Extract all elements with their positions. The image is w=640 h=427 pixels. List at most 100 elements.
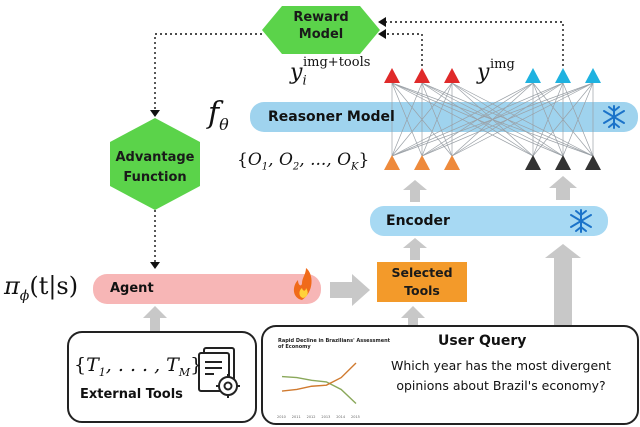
- arrow-query-to-tools: [401, 306, 425, 330]
- dark-token-triangle: [525, 155, 541, 170]
- chart-thumb-ticks: 2010 2011 2012 2013 2014 2015: [277, 415, 360, 419]
- orange-observation-triangle: [384, 155, 400, 170]
- phi-subscript: ϕ: [19, 287, 30, 304]
- selected-line2: Tools: [404, 283, 440, 298]
- reward-line2: Model: [298, 27, 344, 42]
- arrow-encoder-to-obs: [403, 180, 427, 202]
- chart-thumb-title2: of Economy: [278, 344, 311, 350]
- output-label-img-tools: yi: [290, 60, 307, 88]
- reward-model-hexagon: [262, 6, 380, 54]
- flame-icon: [293, 268, 312, 300]
- dotted-reward-to-advantage: [154, 33, 262, 110]
- advantage-line1: Advantage: [115, 150, 195, 165]
- output-sup-img-tools: img+tools: [303, 55, 371, 70]
- dotted-connectors: [154, 21, 564, 262]
- orange-observation-triangle: [444, 155, 460, 170]
- cyan-output-triangle: [525, 68, 541, 83]
- theta-subscript: θ: [219, 115, 229, 134]
- tools-dots: , . . . , T: [105, 354, 179, 376]
- selected-tools-label: Selected Tools: [377, 264, 467, 300]
- mesh-line: [421, 82, 453, 157]
- advantage-function-hexagon: [110, 118, 200, 210]
- user-query-title: User Query: [438, 333, 527, 349]
- red-output-triangle: [384, 68, 400, 83]
- chart-thumbnail: Rapid Decline in Brazilians' Assessment …: [277, 338, 391, 419]
- thumb-series-line: [281, 375, 357, 405]
- thumb-tick-label: 2014: [336, 415, 346, 419]
- external-tools-label: External Tools: [80, 387, 183, 402]
- mesh-line: [451, 82, 594, 157]
- mesh-line: [391, 82, 594, 157]
- mesh-line: [391, 82, 534, 157]
- thumb-tick-label: 2010: [277, 415, 286, 419]
- arrow-right-to-dark: [549, 176, 577, 200]
- thumb-tick-label: 2013: [321, 415, 330, 419]
- red-output-triangle: [444, 68, 460, 83]
- token-triangles: [384, 68, 601, 170]
- reasoner-model-label: Reasoner Model: [268, 109, 395, 125]
- cyan-output-triangle: [585, 68, 601, 83]
- encoder-bar: [370, 206, 608, 236]
- snowflake-icon: [603, 105, 625, 129]
- output-label-img: y: [477, 60, 489, 85]
- orange-observation-triangle: [414, 155, 430, 170]
- observations-label: {O1, O2, ..., OK}: [237, 150, 370, 173]
- selected-tools-box: [377, 262, 467, 302]
- external-tools-set: {T1, . . . , TM}: [74, 354, 203, 379]
- user-query-question: Which year has the most divergent opinio…: [372, 356, 630, 396]
- dotted-cyan-to-reward: [380, 21, 564, 66]
- encoder-label: Encoder: [386, 213, 450, 229]
- chart-thumb-title: Rapid Decline in Brazilians' Assessment: [278, 338, 391, 344]
- thumb-tick-label: 2015: [351, 415, 360, 419]
- y-var-left: y: [290, 60, 303, 85]
- connection-mesh: [391, 82, 594, 157]
- question-line1: Which year has the most divergent: [390, 358, 611, 373]
- obs-sub-1: 1: [261, 161, 269, 173]
- dark-token-triangle: [585, 155, 601, 170]
- reasoner-model-bar: [250, 102, 638, 132]
- mesh-line: [391, 82, 564, 157]
- dotted-red-to-reward: [380, 33, 423, 66]
- y-var-right: y: [477, 60, 490, 85]
- tools-sub-1: 1: [98, 365, 106, 379]
- policy-symbol: πϕ(t|s): [4, 272, 78, 304]
- dark-token-triangle: [555, 155, 571, 170]
- red-output-triangle: [414, 68, 430, 83]
- thumb-series-line: [281, 362, 357, 392]
- arrow-tools-to-encoder: [403, 238, 427, 260]
- flow-arrows: [143, 176, 581, 333]
- document-gear-icon: [198, 347, 240, 398]
- thumb-tick-label: 2011: [292, 415, 301, 419]
- agent-bar: [93, 274, 321, 304]
- mesh-line: [532, 82, 594, 157]
- tools-sub-m: M: [178, 365, 191, 379]
- arrow-agent-to-tools: [330, 274, 370, 306]
- advantage-line2: Function: [123, 170, 187, 185]
- mesh-line: [532, 82, 564, 157]
- mesh-line: [562, 82, 594, 157]
- y-sub-i: i: [302, 73, 307, 89]
- mesh-line: [391, 82, 453, 157]
- agent-label: Agent: [110, 281, 154, 296]
- f-symbol: f: [208, 96, 220, 131]
- obs-sub-2: 2: [292, 161, 300, 173]
- selected-line1: Selected: [391, 265, 453, 280]
- mesh-line: [421, 82, 594, 157]
- obs-sub-k: K: [351, 161, 359, 173]
- snowflake-icon: [570, 209, 592, 233]
- question-line2: opinions about Brazil's economy?: [396, 378, 606, 393]
- cyan-output-triangle: [555, 68, 571, 83]
- policy-arg: (t|s): [29, 272, 79, 300]
- chart-thumb-lines: [281, 362, 357, 405]
- dotted-arrowheads: [150, 17, 386, 269]
- user-query-box: [261, 325, 639, 425]
- arrow-external-to-agent: [143, 306, 167, 333]
- advantage-function-label: Advantage Function: [104, 148, 206, 188]
- reward-line1: Reward: [293, 10, 349, 25]
- output-sup-img: img: [490, 57, 515, 72]
- mesh-line: [391, 82, 423, 157]
- tools-close: }: [190, 354, 203, 376]
- reward-model-label: Reward Model: [270, 9, 372, 43]
- thumb-tick-label: 2012: [307, 415, 316, 419]
